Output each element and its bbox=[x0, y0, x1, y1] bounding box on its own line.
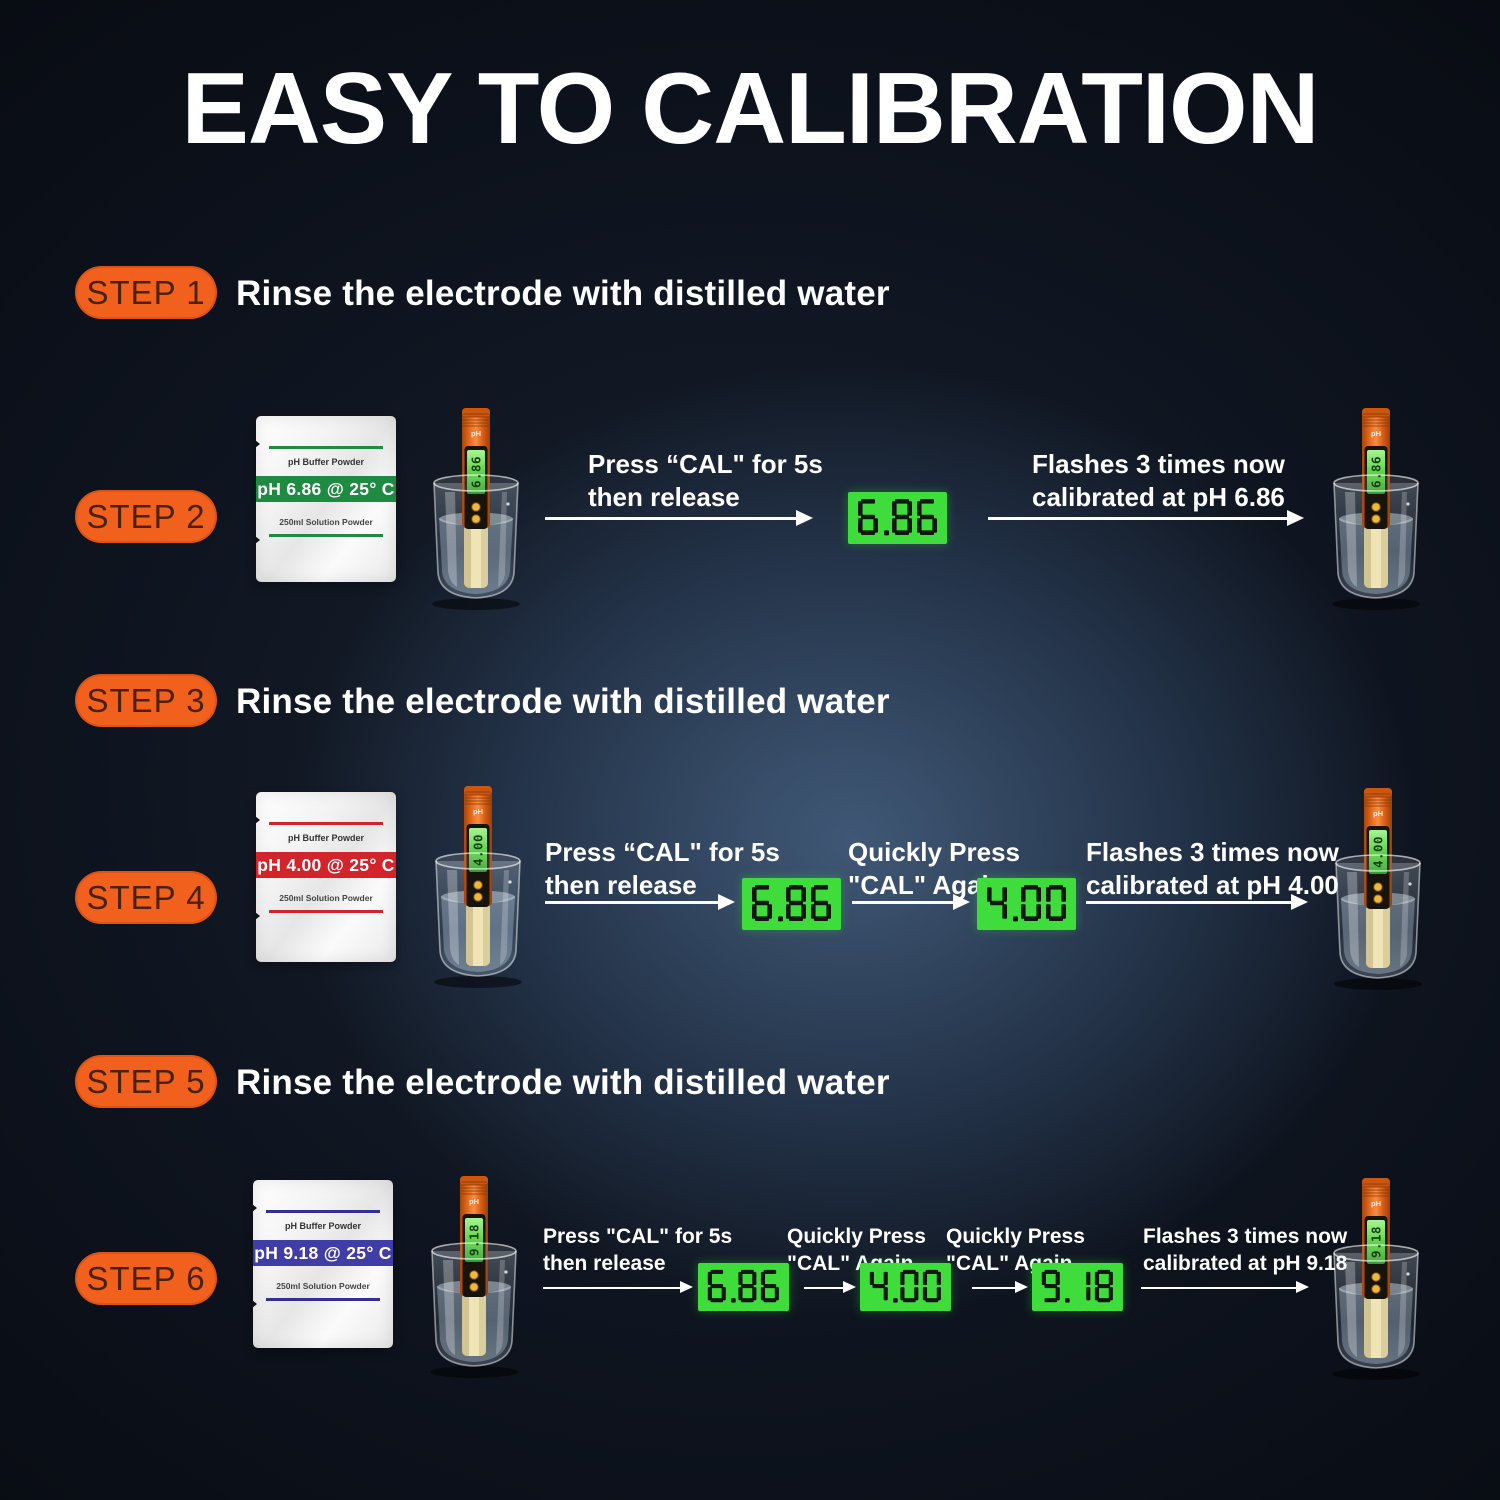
packet-header: pH Buffer Powder bbox=[287, 833, 364, 843]
flow-arrow bbox=[988, 510, 1304, 527]
packet-ph-band: pH 6.86 @ 25° C bbox=[256, 476, 396, 502]
packet-rule bbox=[269, 822, 383, 825]
pen-ph-label: pH bbox=[1371, 1199, 1381, 1208]
ph-meter-in-glass: pH 6.86 bbox=[418, 406, 534, 612]
packet-header: pH Buffer Powder bbox=[284, 1221, 361, 1231]
packet-rule bbox=[269, 534, 383, 537]
packet-rule bbox=[266, 1298, 380, 1301]
packet-rule bbox=[269, 446, 383, 449]
step-3-instruction: Rinse the electrode with distilled water bbox=[236, 682, 890, 721]
packet-ph-band: pH 9.18 @ 25° C bbox=[253, 1240, 393, 1266]
calibrated-result: Flashes 3 times now calibrated at pH 6.8… bbox=[1032, 449, 1285, 513]
step-1-badge: STEP 1 bbox=[75, 266, 217, 319]
step-5-badge: STEP 5 bbox=[75, 1055, 217, 1108]
flow-arrow bbox=[852, 894, 970, 911]
ph-meter-in-glass: pH 6.86 bbox=[1318, 406, 1434, 612]
press-cal-instruction: Press “CAL" for 5s then release bbox=[545, 837, 780, 901]
packet-rule bbox=[266, 1210, 380, 1213]
calibrated-result: Flashes 3 times now calibrated at pH 9.1… bbox=[1143, 1225, 1348, 1275]
ph-meter-in-glass: pH 4.00 bbox=[1320, 786, 1436, 992]
step-2-badge: STEP 2 bbox=[75, 490, 217, 543]
calibrated-result: Flashes 3 times now calibrated at pH 4.0… bbox=[1086, 837, 1339, 901]
press-cal-instruction: Press "CAL" for 5s then release bbox=[543, 1225, 733, 1275]
lcd-display-400 bbox=[860, 1263, 951, 1311]
flow-arrow bbox=[972, 1281, 1028, 1294]
lcd-display-686 bbox=[848, 492, 947, 544]
packet-ph-band: pH 4.00 @ 25° C bbox=[256, 852, 396, 878]
ph-meter-in-glass: pH 9.18 bbox=[1318, 1176, 1434, 1382]
press-cal-instruction: Press “CAL" for 5s then release bbox=[588, 449, 823, 513]
ph-meter-in-glass: pH 4.00 bbox=[420, 784, 536, 990]
pen-lcd-value: 9.18 bbox=[466, 1223, 482, 1257]
pen-lcd-value: 6.86 bbox=[1368, 455, 1384, 489]
packet-footer: 250ml Solution Powder bbox=[279, 893, 373, 903]
page-title: EASY TO CALIBRATION bbox=[181, 53, 1320, 165]
ph-meter-in-glass: pH 9.18 bbox=[416, 1174, 532, 1380]
flow-arrow bbox=[1086, 894, 1308, 911]
pen-lcd-value: 6.86 bbox=[468, 455, 484, 489]
pen-ph-label: pH bbox=[471, 429, 481, 438]
lcd-display-918 bbox=[1032, 1263, 1123, 1311]
pen-lcd-value: 9.18 bbox=[1368, 1225, 1384, 1259]
pen-ph-label: pH bbox=[1373, 809, 1383, 818]
flow-arrow bbox=[1141, 1281, 1309, 1294]
step-1-instruction: Rinse the electrode with distilled water bbox=[236, 274, 890, 313]
pen-lcd-value: 4.00 bbox=[1370, 835, 1386, 869]
flow-arrow bbox=[543, 1281, 693, 1294]
lcd-display-686 bbox=[698, 1263, 789, 1311]
pen-ph-label: pH bbox=[473, 807, 483, 816]
step-4-badge: STEP 4 bbox=[75, 871, 217, 924]
lcd-display-686 bbox=[742, 878, 841, 930]
buffer-packet-686: pH Buffer Powder pH 6.86 @ 25° C 250ml S… bbox=[255, 416, 396, 582]
packet-rule bbox=[269, 910, 383, 913]
flow-arrow bbox=[804, 1281, 856, 1294]
packet-footer: 250ml Solution Powder bbox=[276, 1281, 370, 1291]
step-6-badge: STEP 6 bbox=[75, 1252, 217, 1305]
step-5-instruction: Rinse the electrode with distilled water bbox=[236, 1063, 890, 1102]
flow-arrow bbox=[545, 510, 813, 527]
step-3-badge: STEP 3 bbox=[75, 674, 217, 727]
flow-arrow bbox=[545, 894, 735, 911]
pen-ph-label: pH bbox=[1371, 429, 1381, 438]
buffer-packet-918: pH Buffer Powder pH 9.18 @ 25° C 250ml S… bbox=[252, 1180, 393, 1348]
pen-ph-label: pH bbox=[469, 1197, 479, 1206]
pen-lcd-value: 4.00 bbox=[470, 833, 486, 867]
buffer-packet-400: pH Buffer Powder pH 4.00 @ 25° C 250ml S… bbox=[255, 792, 396, 962]
packet-header: pH Buffer Powder bbox=[287, 457, 364, 467]
lcd-display-400 bbox=[977, 878, 1076, 930]
packet-footer: 250ml Solution Powder bbox=[279, 517, 373, 527]
